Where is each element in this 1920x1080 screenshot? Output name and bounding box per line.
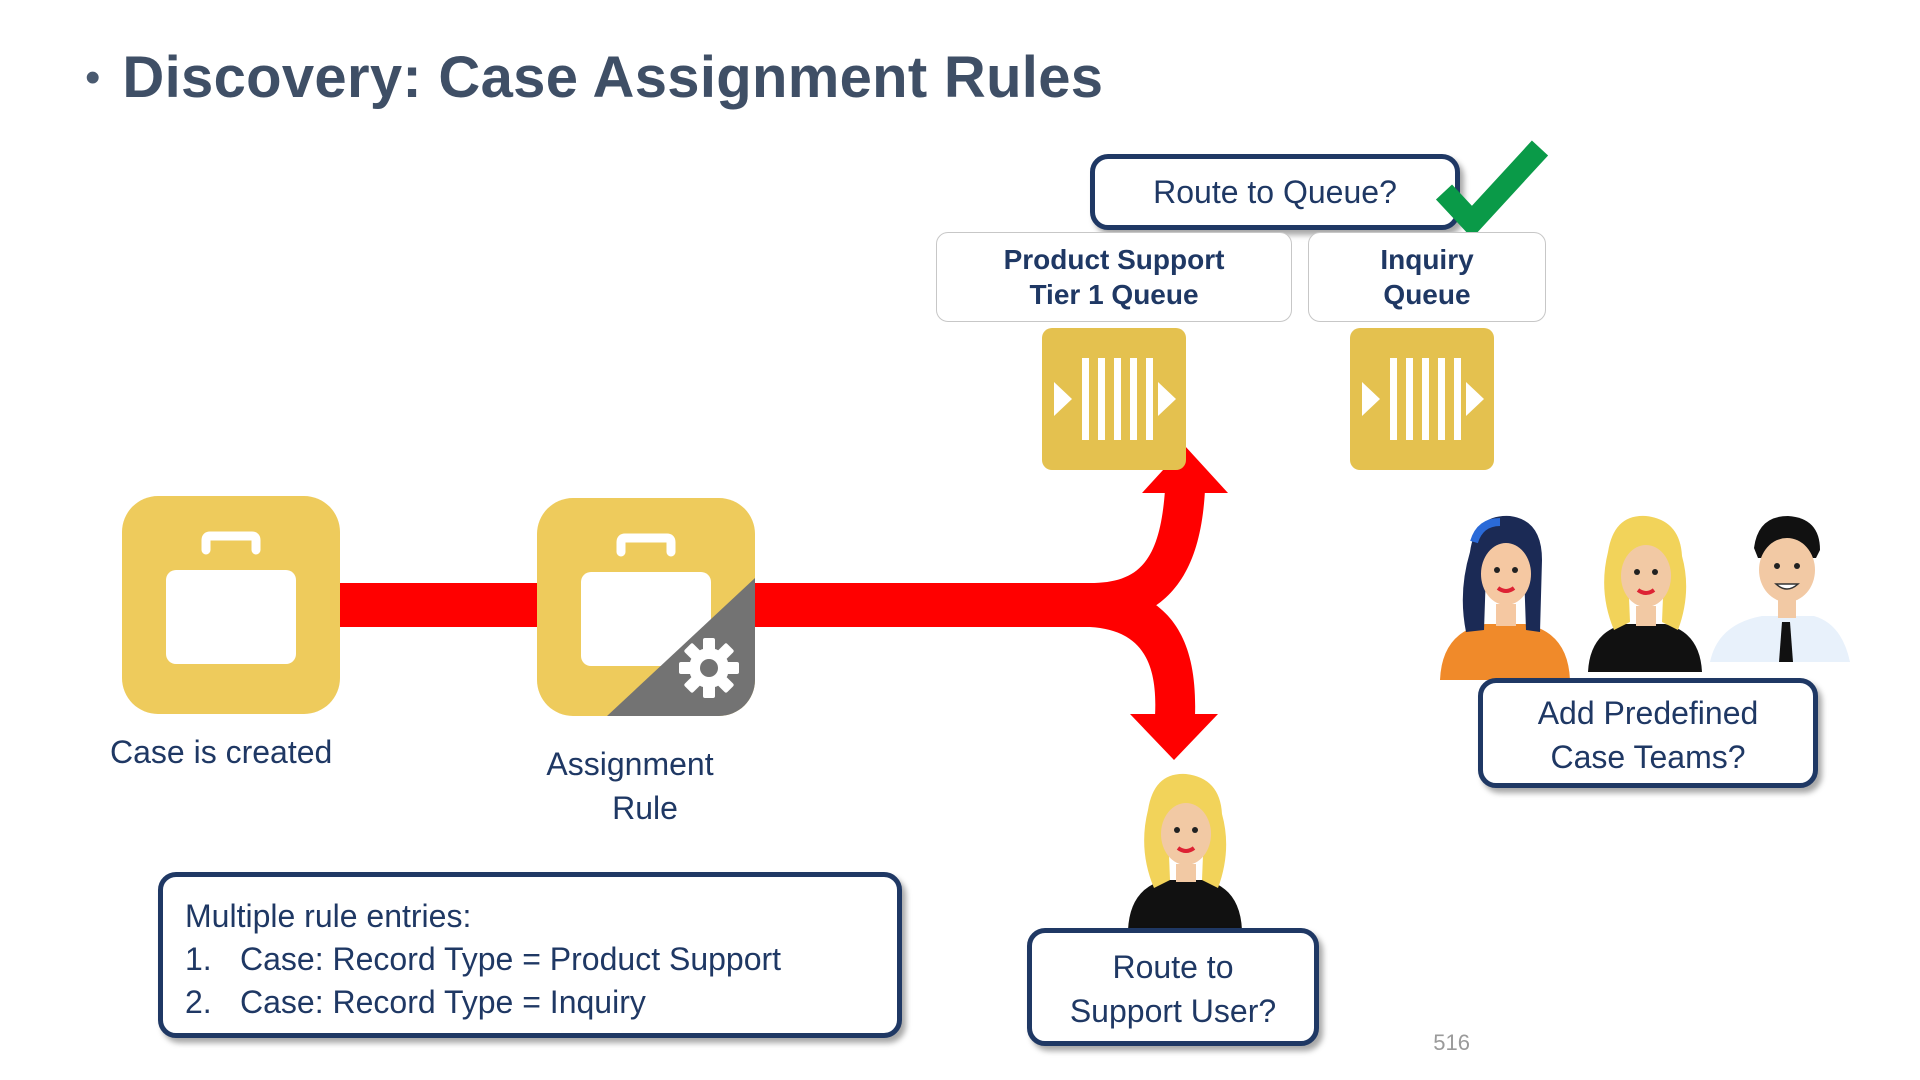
queue-card-line1: Product Support [1003, 244, 1225, 275]
rule-entry-number: 2. [185, 984, 212, 1020]
queue-card-line1: Inquiry [1380, 244, 1474, 275]
queue-card-product-support: Product Support Tier 1 Queue [936, 232, 1292, 322]
queue-icon [1042, 328, 1186, 470]
queue-card-line2: Queue [1383, 279, 1471, 310]
assignment-rule-label: Assignment Rule [530, 742, 730, 830]
route-to-queue-box: Route to Queue? [1090, 154, 1460, 230]
rule-entries-list: Multiple rule entries: 1. Case: Record Ty… [185, 895, 781, 1024]
add-case-teams-box: Add Predefined Case Teams? [1478, 678, 1818, 788]
page-number: 516 [1433, 1030, 1470, 1055]
briefcase-icon [122, 496, 340, 714]
rule-entry-text: Case: Record Type = Inquiry [240, 984, 646, 1020]
queue-card-line2: Tier 1 Queue [1029, 279, 1199, 310]
route-to-queue-label: Route to Queue? [1153, 174, 1397, 210]
title-bullet: • [85, 52, 101, 102]
person-avatar-icon [1128, 773, 1242, 930]
rule-entries-box [158, 872, 902, 1038]
rule-entry-text: Case: Record Type = Product Support [240, 941, 782, 977]
slide-title-row: • Discovery: Case Assignment Rules [85, 44, 1103, 111]
route-to-user-line1: Route to [1112, 949, 1234, 985]
assignment-rule-line2: Rule [612, 790, 678, 826]
rule-entry-number: 1. [185, 941, 212, 977]
flow-branch-down [1090, 583, 1196, 716]
flow-arrowhead-up [1142, 446, 1228, 493]
gear-icon [679, 638, 739, 698]
case-team-avatars [1440, 515, 1850, 680]
add-case-teams-line2: Case Teams? [1550, 739, 1746, 775]
add-case-teams-line1: Add Predefined [1537, 695, 1759, 731]
queue-card-inquiry: Inquiry Queue [1308, 232, 1546, 322]
queue-icon [1350, 328, 1494, 470]
rule-entry-1: 1. Case: Record Type = Product Support [185, 938, 781, 981]
rule-entry-2: 2. Case: Record Type = Inquiry [185, 981, 781, 1024]
briefcase-gear-icon [537, 498, 755, 716]
person-avatar-icon [1588, 515, 1702, 672]
rule-entries-heading: Multiple rule entries: [185, 898, 472, 934]
assignment-rule-line1: Assignment [546, 746, 714, 782]
flow-arrowhead-down [1130, 714, 1218, 760]
person-avatar-icon [1710, 516, 1850, 662]
case-created-label: Case is created [110, 734, 333, 770]
slide-title: Discovery: Case Assignment Rules [122, 45, 1104, 110]
route-to-user-line2: Support User? [1069, 993, 1277, 1029]
person-avatar-icon [1440, 515, 1570, 680]
route-to-user-box: Route to Support User? [1027, 928, 1319, 1046]
checkmark-icon [1435, 140, 1549, 232]
